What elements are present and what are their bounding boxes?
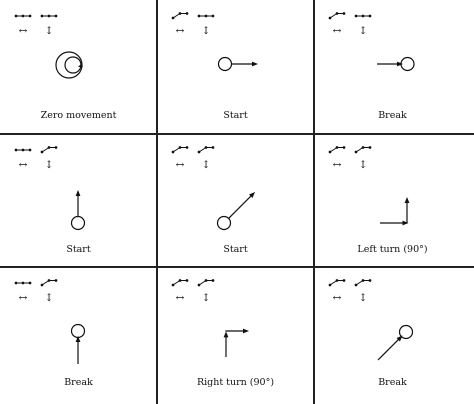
horizontal-axis-symbol: ↔ — [176, 292, 185, 304]
motion-cell: ↔↕Right turn (90°) — [157, 267, 314, 401]
grid-column-divider — [156, 0, 158, 404]
horizontal-signal-icon — [171, 12, 189, 20]
diagonal-arrow-into-circle-glyph — [377, 324, 414, 361]
horizontal-axis-symbol: ↔ — [333, 292, 342, 304]
position-circle — [398, 324, 414, 340]
motion-cell: ↔↕Break — [314, 0, 471, 134]
vertical-axis-symbol: ↕ — [202, 159, 211, 171]
vertical-signal-icon — [40, 279, 58, 287]
grid-row-divider — [0, 133, 474, 135]
position-circle — [70, 215, 86, 231]
movement-arrow — [75, 190, 81, 217]
grid-column-divider — [313, 0, 315, 404]
cell-caption: Break — [64, 377, 93, 388]
movement-arrow — [377, 335, 403, 361]
cell-caption: Right turn (90°) — [196, 377, 275, 388]
horizontal-axis-symbol: ↔ — [176, 159, 185, 171]
motion-cell-diagram: ↔↕ — [328, 12, 415, 72]
vertical-axis-symbol: ↕ — [359, 25, 368, 37]
horizontal-signal-icon — [14, 14, 32, 18]
movement-arrow — [231, 61, 258, 67]
movement-arrow — [75, 336, 81, 364]
right-turn-90-glyph — [223, 328, 249, 357]
cell-caption: Start — [223, 110, 248, 121]
horizontal-signal-icon — [171, 146, 189, 154]
motion-cell-diagram: ↔↕ — [14, 279, 86, 364]
position-circle — [217, 56, 233, 72]
horizontal-signal-icon — [14, 148, 32, 152]
vertical-axis-symbol: ↕ — [45, 159, 54, 171]
position-circle — [70, 323, 86, 339]
motion-cell: ↔↕Left turn (90°) — [314, 134, 471, 268]
cell-caption: Start — [223, 244, 248, 255]
arrow-right-into-circle-glyph — [377, 56, 415, 72]
horizontal-signal-icon — [328, 279, 346, 287]
vertical-signal-icon — [40, 14, 58, 18]
motion-cell-diagram: ↔↕ — [171, 146, 255, 231]
position-circle — [55, 51, 83, 79]
horizontal-signal-icon — [171, 279, 189, 287]
movement-arrow-horizontal — [225, 328, 249, 334]
circle-arrow-right-glyph — [217, 56, 258, 72]
position-circle — [216, 215, 232, 231]
horizontal-axis-symbol: ↔ — [19, 159, 28, 171]
motion-cell-diagram: ↔↕ — [328, 146, 410, 226]
vertical-axis-symbol: ↕ — [202, 25, 211, 37]
vertical-signal-icon — [197, 14, 215, 18]
motion-cell: ↔↕Break — [0, 267, 157, 401]
vertical-signal-icon — [197, 146, 215, 154]
vertical-axis-symbol: ↕ — [359, 159, 368, 171]
movement-arrow-vertical — [223, 331, 229, 357]
cell-caption: Zero movement — [40, 110, 117, 121]
motion-cell: ↔↕Break — [314, 267, 471, 401]
grid-row-divider — [0, 266, 474, 268]
horizontal-axis-symbol: ↔ — [19, 25, 28, 37]
motion-cell-diagram: ↔↕ — [14, 14, 83, 79]
left-turn-90-glyph — [380, 197, 410, 226]
vertical-axis-symbol: ↕ — [45, 25, 54, 37]
cell-caption: Break — [378, 377, 407, 388]
vertical-signal-icon — [40, 146, 58, 154]
circle-arrow-diagonal-glyph — [216, 192, 255, 231]
vertical-axis-symbol: ↕ — [45, 292, 54, 304]
movement-arrow-vertical — [404, 197, 410, 224]
motion-cell: ↔↕Start — [157, 0, 314, 134]
motion-cell: ↔↕Start — [0, 134, 157, 268]
vertical-axis-symbol: ↕ — [202, 292, 211, 304]
circle-loop-glyph — [55, 51, 83, 79]
motion-cell-diagram: ↔↕ — [14, 146, 86, 231]
movement-arrow — [377, 61, 403, 67]
horizontal-axis-symbol: ↔ — [333, 25, 342, 37]
horizontal-signal-icon — [328, 146, 346, 154]
vertical-signal-icon — [354, 146, 372, 154]
vertical-signal-icon — [354, 279, 372, 287]
motion-cell: ↔↕Start — [157, 134, 314, 268]
horizontal-signal-icon — [14, 281, 32, 285]
vertical-signal-icon — [197, 279, 215, 287]
circle-arrow-up-glyph — [70, 190, 86, 231]
arrow-up-into-circle-glyph — [70, 323, 86, 364]
vertical-axis-symbol: ↕ — [359, 292, 368, 304]
motion-cell-diagram: ↔↕ — [171, 279, 249, 357]
cell-caption: Left turn (90°) — [357, 244, 428, 255]
movement-arrow-horizontal — [380, 220, 409, 226]
horizontal-axis-symbol: ↔ — [19, 292, 28, 304]
vertical-signal-icon — [354, 14, 372, 18]
cell-caption: Start — [66, 244, 91, 255]
position-circle — [400, 56, 415, 72]
motion-cell-diagram: ↔↕ — [171, 12, 258, 72]
loop-arrowhead — [78, 64, 83, 67]
cell-caption: Break — [378, 110, 407, 121]
horizontal-axis-symbol: ↔ — [333, 159, 342, 171]
movement-arrow — [228, 192, 255, 219]
motion-cell-diagram: ↔↕ — [328, 279, 414, 361]
motion-cell: ↔↕Zero movement — [0, 0, 157, 134]
position-circle — [64, 56, 82, 74]
horizontal-signal-icon — [328, 12, 346, 20]
horizontal-axis-symbol: ↔ — [176, 25, 185, 37]
